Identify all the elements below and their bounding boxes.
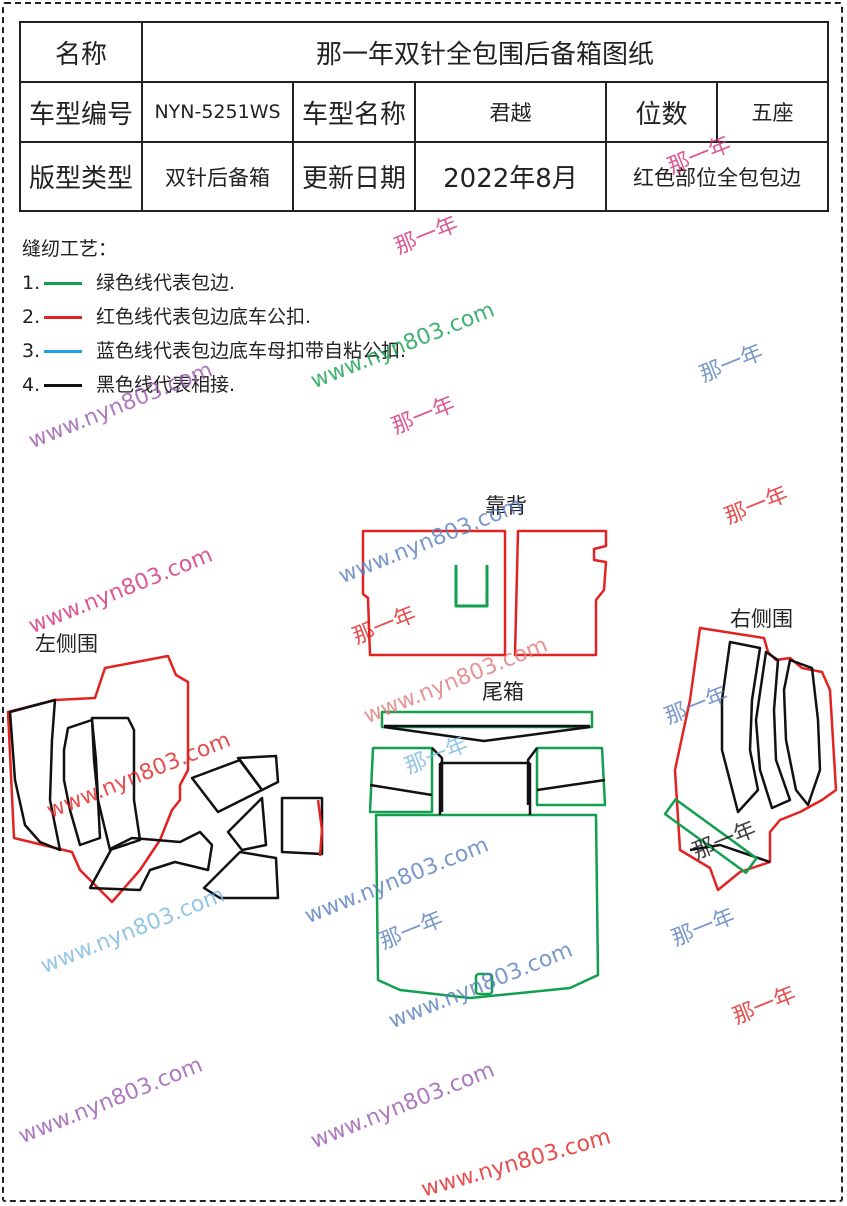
model-code-value: NYN-5251WS [141, 81, 294, 143]
legend-num: 4. [22, 374, 41, 396]
model-code-label: 车型编号 [19, 81, 143, 143]
trunk-floor-hole [474, 972, 494, 996]
info-table: 名称 那一年双针全包围后备箱图纸 车型编号 NYN-5251WS 车型名称 君越… [19, 21, 830, 212]
trunk-top-strip [380, 710, 594, 729]
sewing-legend: 缝纫工艺： 1. 绿色线代表包边. 2. 红色线代表包边底车公扣. 3. 蓝色线… [22, 232, 406, 402]
trunk-label: 尾箱 [482, 680, 524, 704]
left-side-panel-c [90, 716, 142, 852]
legend-num: 3. [22, 340, 41, 362]
date-label: 更新日期 [292, 141, 416, 212]
backrest-label: 靠背 [485, 494, 527, 518]
seats-value: 五座 [715, 81, 830, 143]
right-side-panel-c [782, 658, 822, 807]
left-side-label: 左侧围 [35, 632, 98, 656]
legend-num: 2. [22, 306, 41, 328]
left-side-small-b [236, 754, 280, 792]
note-value: 红色部位全包包边 [604, 141, 830, 212]
name-value: 那一年双针全包围后备箱图纸 [140, 21, 830, 83]
blue-line-swatch [44, 349, 82, 353]
trunk-left-block [368, 746, 434, 814]
type-value: 双针后备箱 [141, 141, 294, 212]
legend-item: 3. 蓝色线代表包边底车母扣带自粘公扣. [22, 334, 406, 368]
left-side-lower-strip [88, 830, 214, 892]
green-line-swatch [44, 281, 82, 285]
legend-item: 1. 绿色线代表包边. [22, 266, 406, 300]
red-line-swatch [44, 315, 82, 319]
left-side-small-d [202, 850, 280, 900]
backrest-right-piece [513, 529, 608, 657]
legend-text: 红色线代表包边底车公扣. [96, 306, 312, 328]
left-side-tail-piece [280, 796, 324, 856]
left-side-small-a [190, 758, 264, 814]
right-side-panel-a [720, 640, 762, 814]
trunk-floor [374, 813, 600, 1000]
black-line-swatch [44, 383, 82, 387]
left-side-panel-a [8, 698, 62, 852]
trunk-right-block [535, 746, 607, 807]
model-name-label: 车型名称 [292, 81, 416, 143]
trunk-floor-top-seam [438, 761, 532, 815]
right-side-label: 右侧围 [730, 607, 793, 631]
trunk-left-block-seam [369, 747, 444, 812]
right-side-strap [663, 798, 758, 875]
legend-text: 蓝色线代表包边底车母扣带自粘公扣. [96, 340, 407, 362]
model-name-value: 君越 [414, 81, 607, 143]
type-label: 版型类型 [19, 141, 143, 212]
right-side-panel-b [754, 650, 792, 810]
legend-text: 黑色线代表相接. [96, 374, 236, 396]
legend-item: 4. 黑色线代表相接. [22, 368, 406, 402]
legend-text: 绿色线代表包边. [96, 272, 236, 294]
trunk-right-block-seam [526, 747, 606, 805]
backrest-center-tab [454, 565, 489, 608]
legend-num: 1. [22, 272, 41, 294]
legend-title: 缝纫工艺： [22, 238, 118, 260]
date-value: 2022年8月 [414, 141, 607, 212]
seats-label: 位数 [605, 81, 718, 143]
name-label: 名称 [19, 21, 143, 83]
backrest-left-piece [361, 529, 507, 657]
left-side-tail-edge [316, 799, 324, 857]
right-side-outer [673, 626, 838, 892]
trunk-top-strip-seam [383, 724, 591, 743]
left-side-small-c [226, 796, 268, 852]
legend-item: 2. 红色线代表包边底车公扣. [22, 300, 406, 334]
